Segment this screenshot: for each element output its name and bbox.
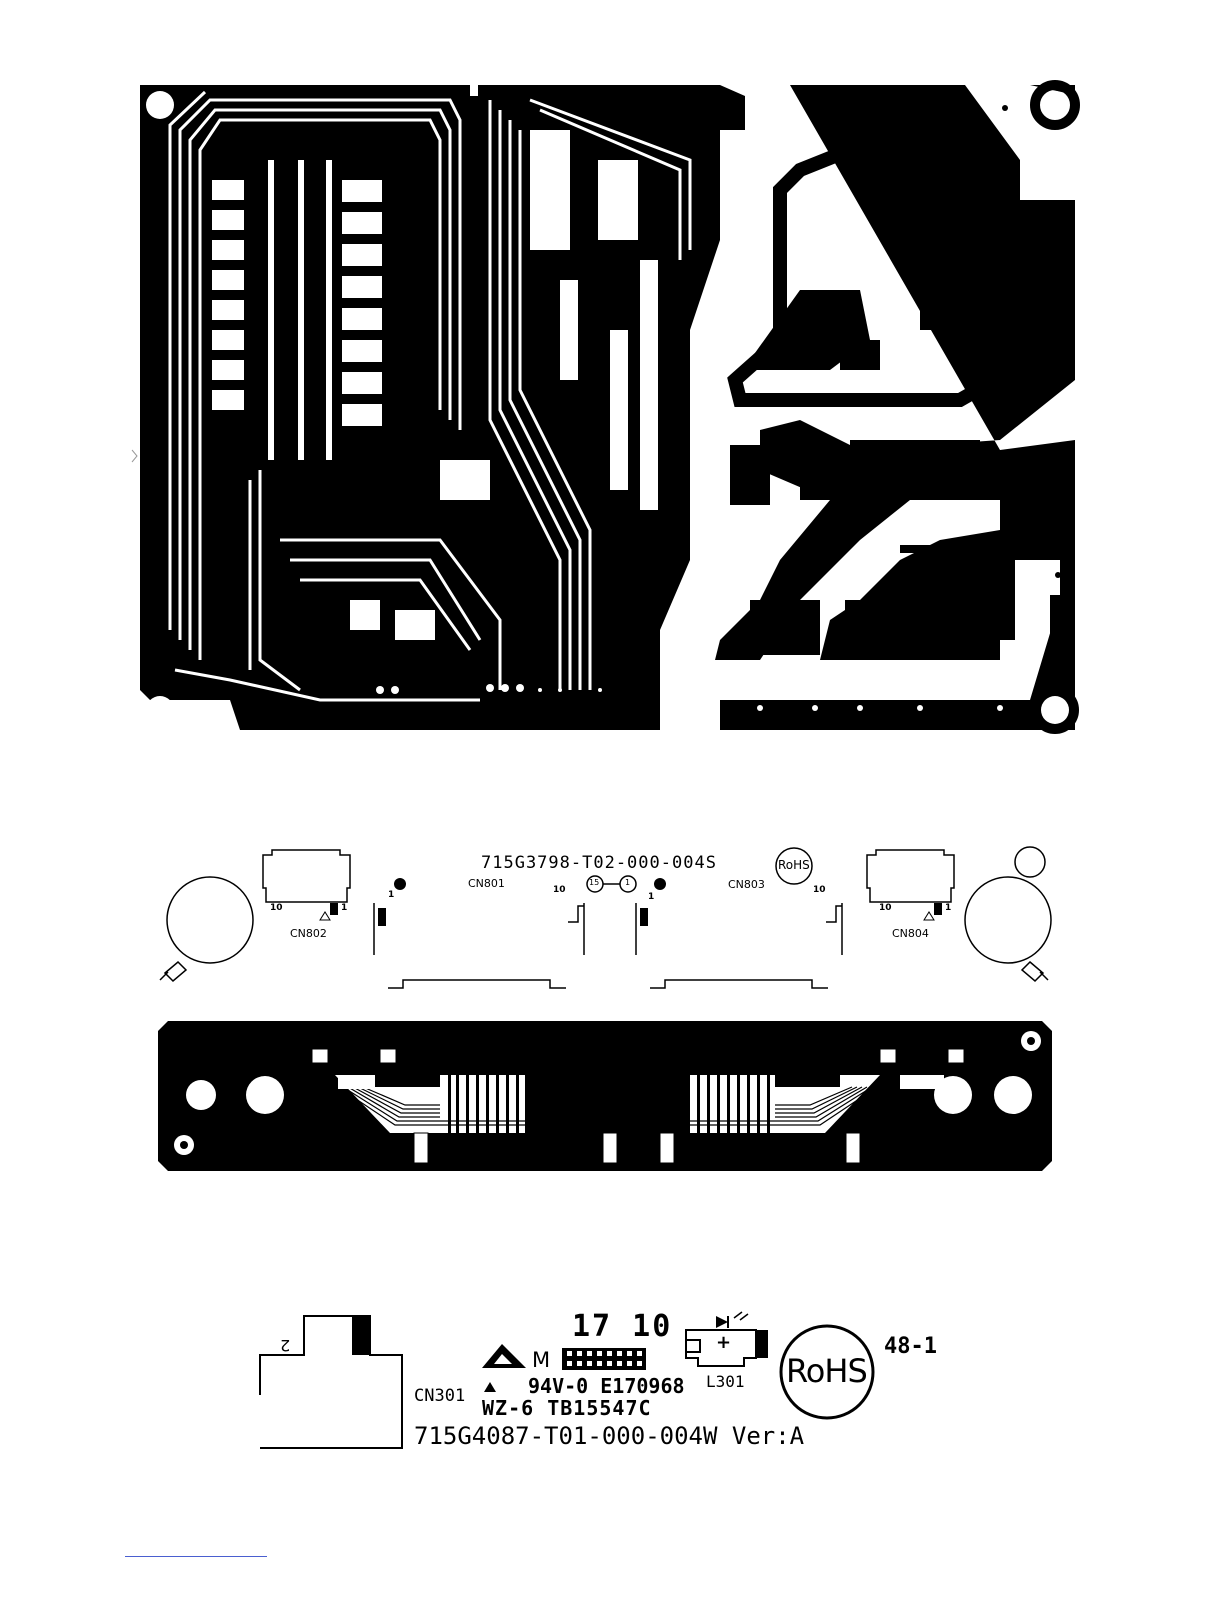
- marker-1: 1: [625, 878, 630, 887]
- connector-strip-board: [0, 1015, 1224, 1180]
- marker-15: 15: [589, 878, 599, 887]
- footer-link-rule: [125, 1556, 267, 1557]
- cn803-pin10: 10: [813, 885, 826, 895]
- silkscreen-panel: 715G3798-T02-000-004S RoHS CN801 CN803 C…: [0, 840, 1224, 1000]
- lower-board-art: 2 CN301 M 17 10 94V-0 E170968 WZ-6 TB155…: [0, 1300, 1224, 1500]
- led-label: L301: [706, 1372, 745, 1391]
- cn301-pin-label: 2: [280, 1336, 290, 1355]
- cn801-pin1: 1: [388, 890, 394, 900]
- cn802-label: CN802: [290, 927, 327, 940]
- part-number-label: 715G3798-T02-000-004S: [481, 853, 717, 873]
- rohs-badge-small: RoHS: [778, 858, 810, 872]
- date-code: 17 10: [572, 1310, 672, 1344]
- material-code: WZ-6 TB15547C: [482, 1396, 652, 1420]
- pcb-copper-art: [0, 0, 1224, 760]
- flammability-rating: 94V-0 E170968: [528, 1374, 685, 1398]
- pcb-main-layout: [0, 0, 1224, 760]
- cn802-pin1: 1: [341, 903, 347, 913]
- cn804-pin1: 1: [945, 903, 951, 913]
- lower-part-number: 715G4087-T01-000-004W Ver:A: [414, 1422, 804, 1450]
- cn802-pin10: 10: [270, 903, 283, 913]
- cn803-pin1: 1: [648, 892, 654, 902]
- cn301-label: CN301: [414, 1386, 465, 1406]
- cn801-label: CN801: [468, 877, 505, 890]
- maker-letter: M: [532, 1348, 550, 1372]
- cn801-pin10: 10: [553, 885, 566, 895]
- cn804-label: CN804: [892, 927, 929, 940]
- cn804-pin10: 10: [879, 903, 892, 913]
- rohs-badge-large: RoHS: [786, 1352, 867, 1390]
- cn803-label: CN803: [728, 878, 765, 891]
- strip-copper-art: [0, 1015, 1224, 1180]
- revision-label: 48-1: [884, 1334, 937, 1359]
- led-plus-sign: +: [716, 1332, 731, 1353]
